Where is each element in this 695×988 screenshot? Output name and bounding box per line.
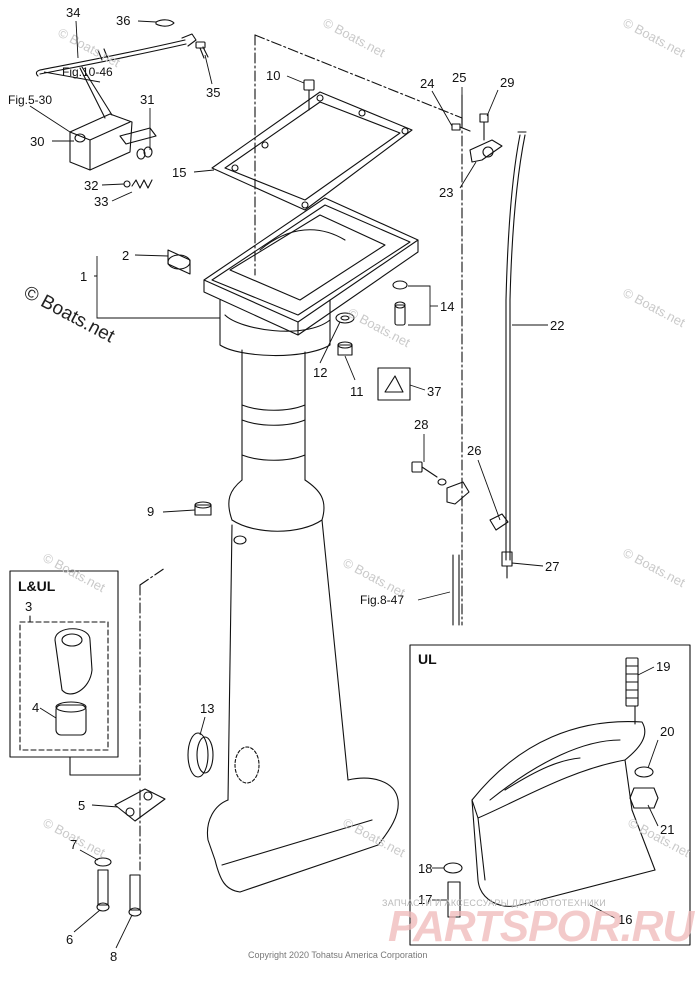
part-label: 5 <box>78 798 86 813</box>
part-label: 33 <box>94 194 109 209</box>
bolt-11 <box>337 341 353 356</box>
part-label: 1 <box>80 269 88 284</box>
drive-shaft-housing <box>203 197 419 893</box>
grommet-13 <box>187 732 214 778</box>
part-label: 23 <box>439 185 454 200</box>
nut-4 <box>55 701 87 736</box>
figure-reference: Fig.8-47 <box>360 593 405 607</box>
ul-box <box>409 644 691 946</box>
part-label: 26 <box>467 443 482 458</box>
part-label: 29 <box>500 75 515 90</box>
rod-34 <box>35 33 197 77</box>
clip-36 <box>155 19 175 27</box>
gasket-15 <box>211 91 413 211</box>
figure-reference: Fig.10-46 <box>62 65 113 79</box>
lever-30 <box>69 66 157 171</box>
part-label: 6 <box>66 932 74 947</box>
shop-tagline: ЗАПЧАСТИ И АКСЕССУАРЫ ДЛЯ МОТОТЕХНИКИ <box>382 898 607 908</box>
part-label: 32 <box>84 178 99 193</box>
stud-19 <box>625 657 639 707</box>
bolt-10 <box>303 79 315 111</box>
part-label: 12 <box>313 365 328 380</box>
lul-box <box>9 570 119 758</box>
part-label: 34 <box>66 5 81 20</box>
bolts-14 <box>392 280 408 326</box>
part-label: 18 <box>418 861 433 876</box>
extension-16 <box>471 721 656 907</box>
part-label: 35 <box>206 85 221 100</box>
plate-5 <box>114 788 166 822</box>
part-label: 13 <box>200 701 215 716</box>
part-label: 14 <box>440 299 455 314</box>
collar-2 <box>167 249 191 275</box>
washer-20 <box>634 766 654 778</box>
part-label: 27 <box>545 559 560 574</box>
lul-dashed <box>19 621 109 751</box>
lul-box-title: L&UL <box>18 578 56 594</box>
rod-22 <box>505 131 527 561</box>
part-label: 17 <box>418 892 433 907</box>
part-label: 24 <box>420 76 435 91</box>
bolt-24 <box>451 123 471 132</box>
part-label: 4 <box>32 700 40 715</box>
part-label: 11 <box>350 384 364 399</box>
ul-box-title: UL <box>418 651 437 667</box>
bracket-23 <box>469 139 503 163</box>
guide-26 <box>446 481 509 531</box>
part-label: 10 <box>266 68 281 83</box>
figure-reference: Fig.5-30 <box>8 93 53 107</box>
part-label: 31 <box>140 92 155 107</box>
washer-7 <box>94 857 112 867</box>
part-label: 36 <box>116 13 131 28</box>
part-label: 21 <box>660 822 675 837</box>
washer-12 <box>335 312 355 324</box>
part-label: 28 <box>414 417 429 432</box>
bolt-8 <box>128 874 142 917</box>
part-label: 30 <box>30 134 45 149</box>
part-label: 20 <box>660 724 675 739</box>
shop-logo-text: PARTSPOR.RU <box>388 902 694 951</box>
part-label: 25 <box>452 70 467 85</box>
part-label: 2 <box>122 248 130 263</box>
part-label: 19 <box>656 659 671 674</box>
part-label: 8 <box>110 949 118 964</box>
bolt-17 <box>447 881 461 918</box>
assembly-frame <box>254 34 463 119</box>
part-label: 16 <box>618 912 633 927</box>
rod-end-27 <box>501 551 513 579</box>
part-label: 22 <box>550 318 565 333</box>
part-label: 15 <box>172 165 187 180</box>
copyright-text: Copyright 2020 Tohatsu America Corporati… <box>248 950 428 960</box>
part-label: 9 <box>147 504 155 519</box>
part-label: 3 <box>25 599 33 614</box>
screw-35 <box>195 41 209 59</box>
part-label: 37 <box>427 384 442 399</box>
bolt-28 <box>411 461 447 486</box>
screw-29 <box>479 113 489 141</box>
plug-9 <box>194 501 212 516</box>
part-label: 7 <box>70 837 78 852</box>
bolt-6 <box>96 869 110 912</box>
shift-rod-lower <box>452 554 460 626</box>
cap-3 <box>54 628 93 695</box>
label-37 <box>377 367 411 401</box>
